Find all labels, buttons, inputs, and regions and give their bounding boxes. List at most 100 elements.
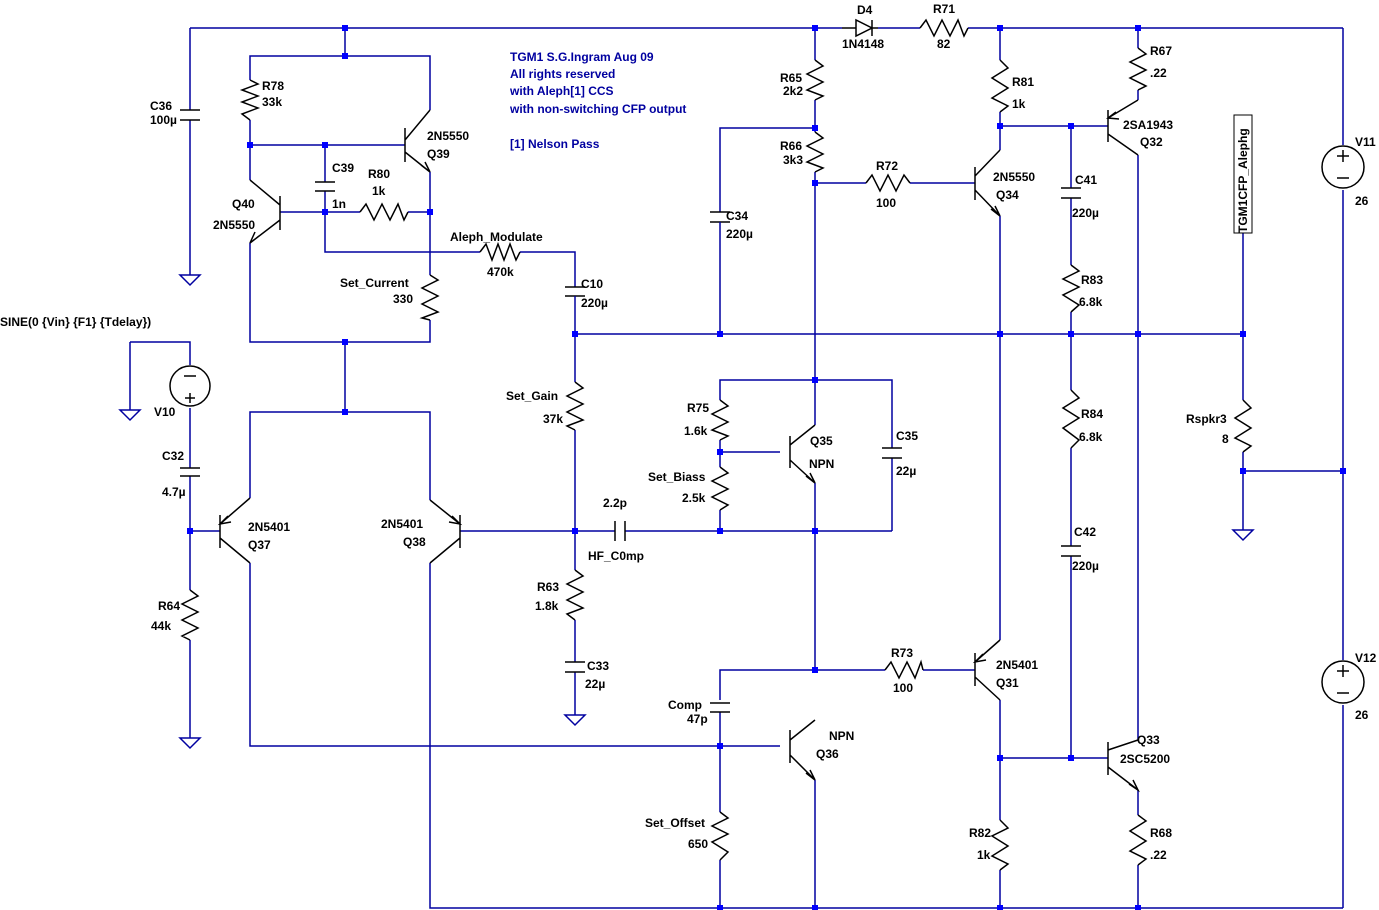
- r84-value: 6.8k: [1079, 430, 1103, 444]
- q40-ref: Q40: [232, 197, 255, 211]
- source-v12: [1321, 660, 1365, 704]
- r81-ref: R81: [1012, 75, 1034, 89]
- r83-value: 6.8k: [1079, 295, 1103, 309]
- r66-ref: R66: [780, 139, 802, 153]
- notes-block: TGM1 S.G.Ingram Aug 09 All rights reserv…: [509, 50, 686, 151]
- resistor-r78: [239, 79, 261, 121]
- q33-model: 2SC5200: [1120, 752, 1170, 766]
- transistor-q40: [249, 179, 281, 244]
- resistor-r65: [805, 59, 825, 101]
- r64-value: 44k: [151, 619, 171, 633]
- net-label-set-current: Set_Current: [340, 276, 409, 290]
- r65-ref: R65: [780, 71, 802, 85]
- resistor-r63: [565, 569, 585, 621]
- resistor-r67: [1128, 47, 1148, 91]
- capacitor-c42: [1061, 545, 1081, 557]
- v11-value: 26: [1355, 194, 1369, 208]
- c35-value: 22µ: [896, 464, 916, 478]
- resistor-r82: [990, 819, 1010, 871]
- d4-ref: D4: [857, 3, 873, 17]
- c10-ref: C10: [581, 277, 603, 291]
- net-label-hf-comp: HF_C0mp: [588, 549, 644, 563]
- resistor-set-biass: [710, 466, 730, 511]
- c32-ref: C32: [162, 449, 184, 463]
- q36-ref: Q36: [816, 747, 839, 761]
- transistor-q39: [404, 109, 431, 173]
- transistor-q38: [429, 499, 463, 564]
- r82-value: 1k: [977, 848, 991, 862]
- q38-ref: Q38: [403, 535, 426, 549]
- v12-value: 26: [1355, 708, 1369, 722]
- transistor-q32: [1105, 99, 1139, 156]
- output-net-flag: [1233, 114, 1253, 234]
- r80-ref: R80: [368, 167, 390, 181]
- resistor-r68: [1128, 814, 1148, 866]
- title-line-5: [1] Nelson Pass: [510, 137, 600, 151]
- q31-ref: Q31: [996, 676, 1019, 690]
- net-label-output: TGM1CFP_Alephg: [1236, 128, 1250, 233]
- q38-model: 2N5401: [381, 517, 423, 531]
- transistor-q35: [789, 424, 816, 484]
- c33-ref: C33: [587, 659, 609, 673]
- r73-value: 100: [893, 681, 913, 695]
- r68-ref: R68: [1150, 826, 1172, 840]
- resistor-r64: [180, 589, 200, 641]
- r67-value: .22: [1150, 66, 1167, 80]
- v10-ref: V10: [154, 405, 176, 419]
- rspkr3-value: 8: [1222, 432, 1229, 446]
- resistor-rspkr3: [1233, 399, 1253, 453]
- resistor-r73: [884, 659, 924, 680]
- resistor-r81: [990, 59, 1010, 113]
- set-current-value: 330: [393, 292, 413, 306]
- q32-ref: Q32: [1140, 135, 1163, 149]
- capacitor-c39: [315, 181, 335, 192]
- r67-ref: R67: [1150, 44, 1172, 58]
- r83-ref: R83: [1081, 273, 1103, 287]
- resistor-r83: [1061, 264, 1081, 313]
- hf-cap-value: 2.2p: [603, 496, 627, 510]
- transistor-q36: [789, 719, 816, 781]
- transistor-q31: [972, 639, 1001, 701]
- r80-value: 1k: [372, 184, 386, 198]
- q37-ref: Q37: [248, 538, 271, 552]
- c35-ref: C35: [896, 429, 918, 443]
- r66-value: 3k3: [783, 153, 803, 167]
- r71-ref: R71: [933, 2, 955, 16]
- q35-ref: Q35: [810, 434, 833, 448]
- resistor-r80: [359, 202, 409, 222]
- resistor-aleph-modulate: [479, 241, 521, 263]
- set-biass-value: 2.5k: [682, 491, 706, 505]
- r65-value: 2k2: [783, 84, 803, 98]
- c33-value: 22µ: [585, 677, 605, 691]
- resistor-r75: [710, 399, 730, 441]
- spice-source-directive: SINE(0 {Vin} {F1} {Tdelay}): [0, 315, 151, 329]
- c10-value: 220µ: [581, 296, 608, 310]
- c32-value: 4.7µ: [162, 485, 186, 499]
- r78-ref: R78: [262, 79, 284, 93]
- capacitor-comp: [710, 702, 730, 713]
- net-label-set-offset: Set_Offset: [645, 816, 705, 830]
- q35-model: NPN: [809, 457, 834, 471]
- q32-model: 2SA1943: [1123, 118, 1173, 132]
- r78-value: 33k: [262, 95, 282, 109]
- capacitor-c32: [180, 467, 200, 477]
- q39-model: 2N5550: [427, 129, 469, 143]
- net-label-aleph-modulate: Aleph_Modulate: [450, 230, 543, 244]
- rspkr3-ref: Rspkr3: [1186, 412, 1227, 426]
- c41-value: 220µ: [1072, 206, 1099, 220]
- r68-value: .22: [1150, 848, 1167, 862]
- source-v11: [1321, 145, 1365, 189]
- transistor-q34: [974, 149, 1001, 217]
- net-label-set-biass: Set_Biass: [648, 470, 706, 484]
- junctions: [187, 25, 1346, 910]
- capacitor-c10: [565, 286, 585, 305]
- source-v10: [169, 365, 211, 407]
- c42-value: 220µ: [1072, 559, 1099, 573]
- r71-value: 82: [937, 37, 951, 51]
- c42-ref: C42: [1074, 525, 1096, 539]
- aleph-resistor-value: 470k: [487, 265, 514, 279]
- comp-value: 47p: [687, 712, 708, 726]
- set-gain-value: 37k: [543, 412, 563, 426]
- c34-ref: C34: [726, 209, 748, 223]
